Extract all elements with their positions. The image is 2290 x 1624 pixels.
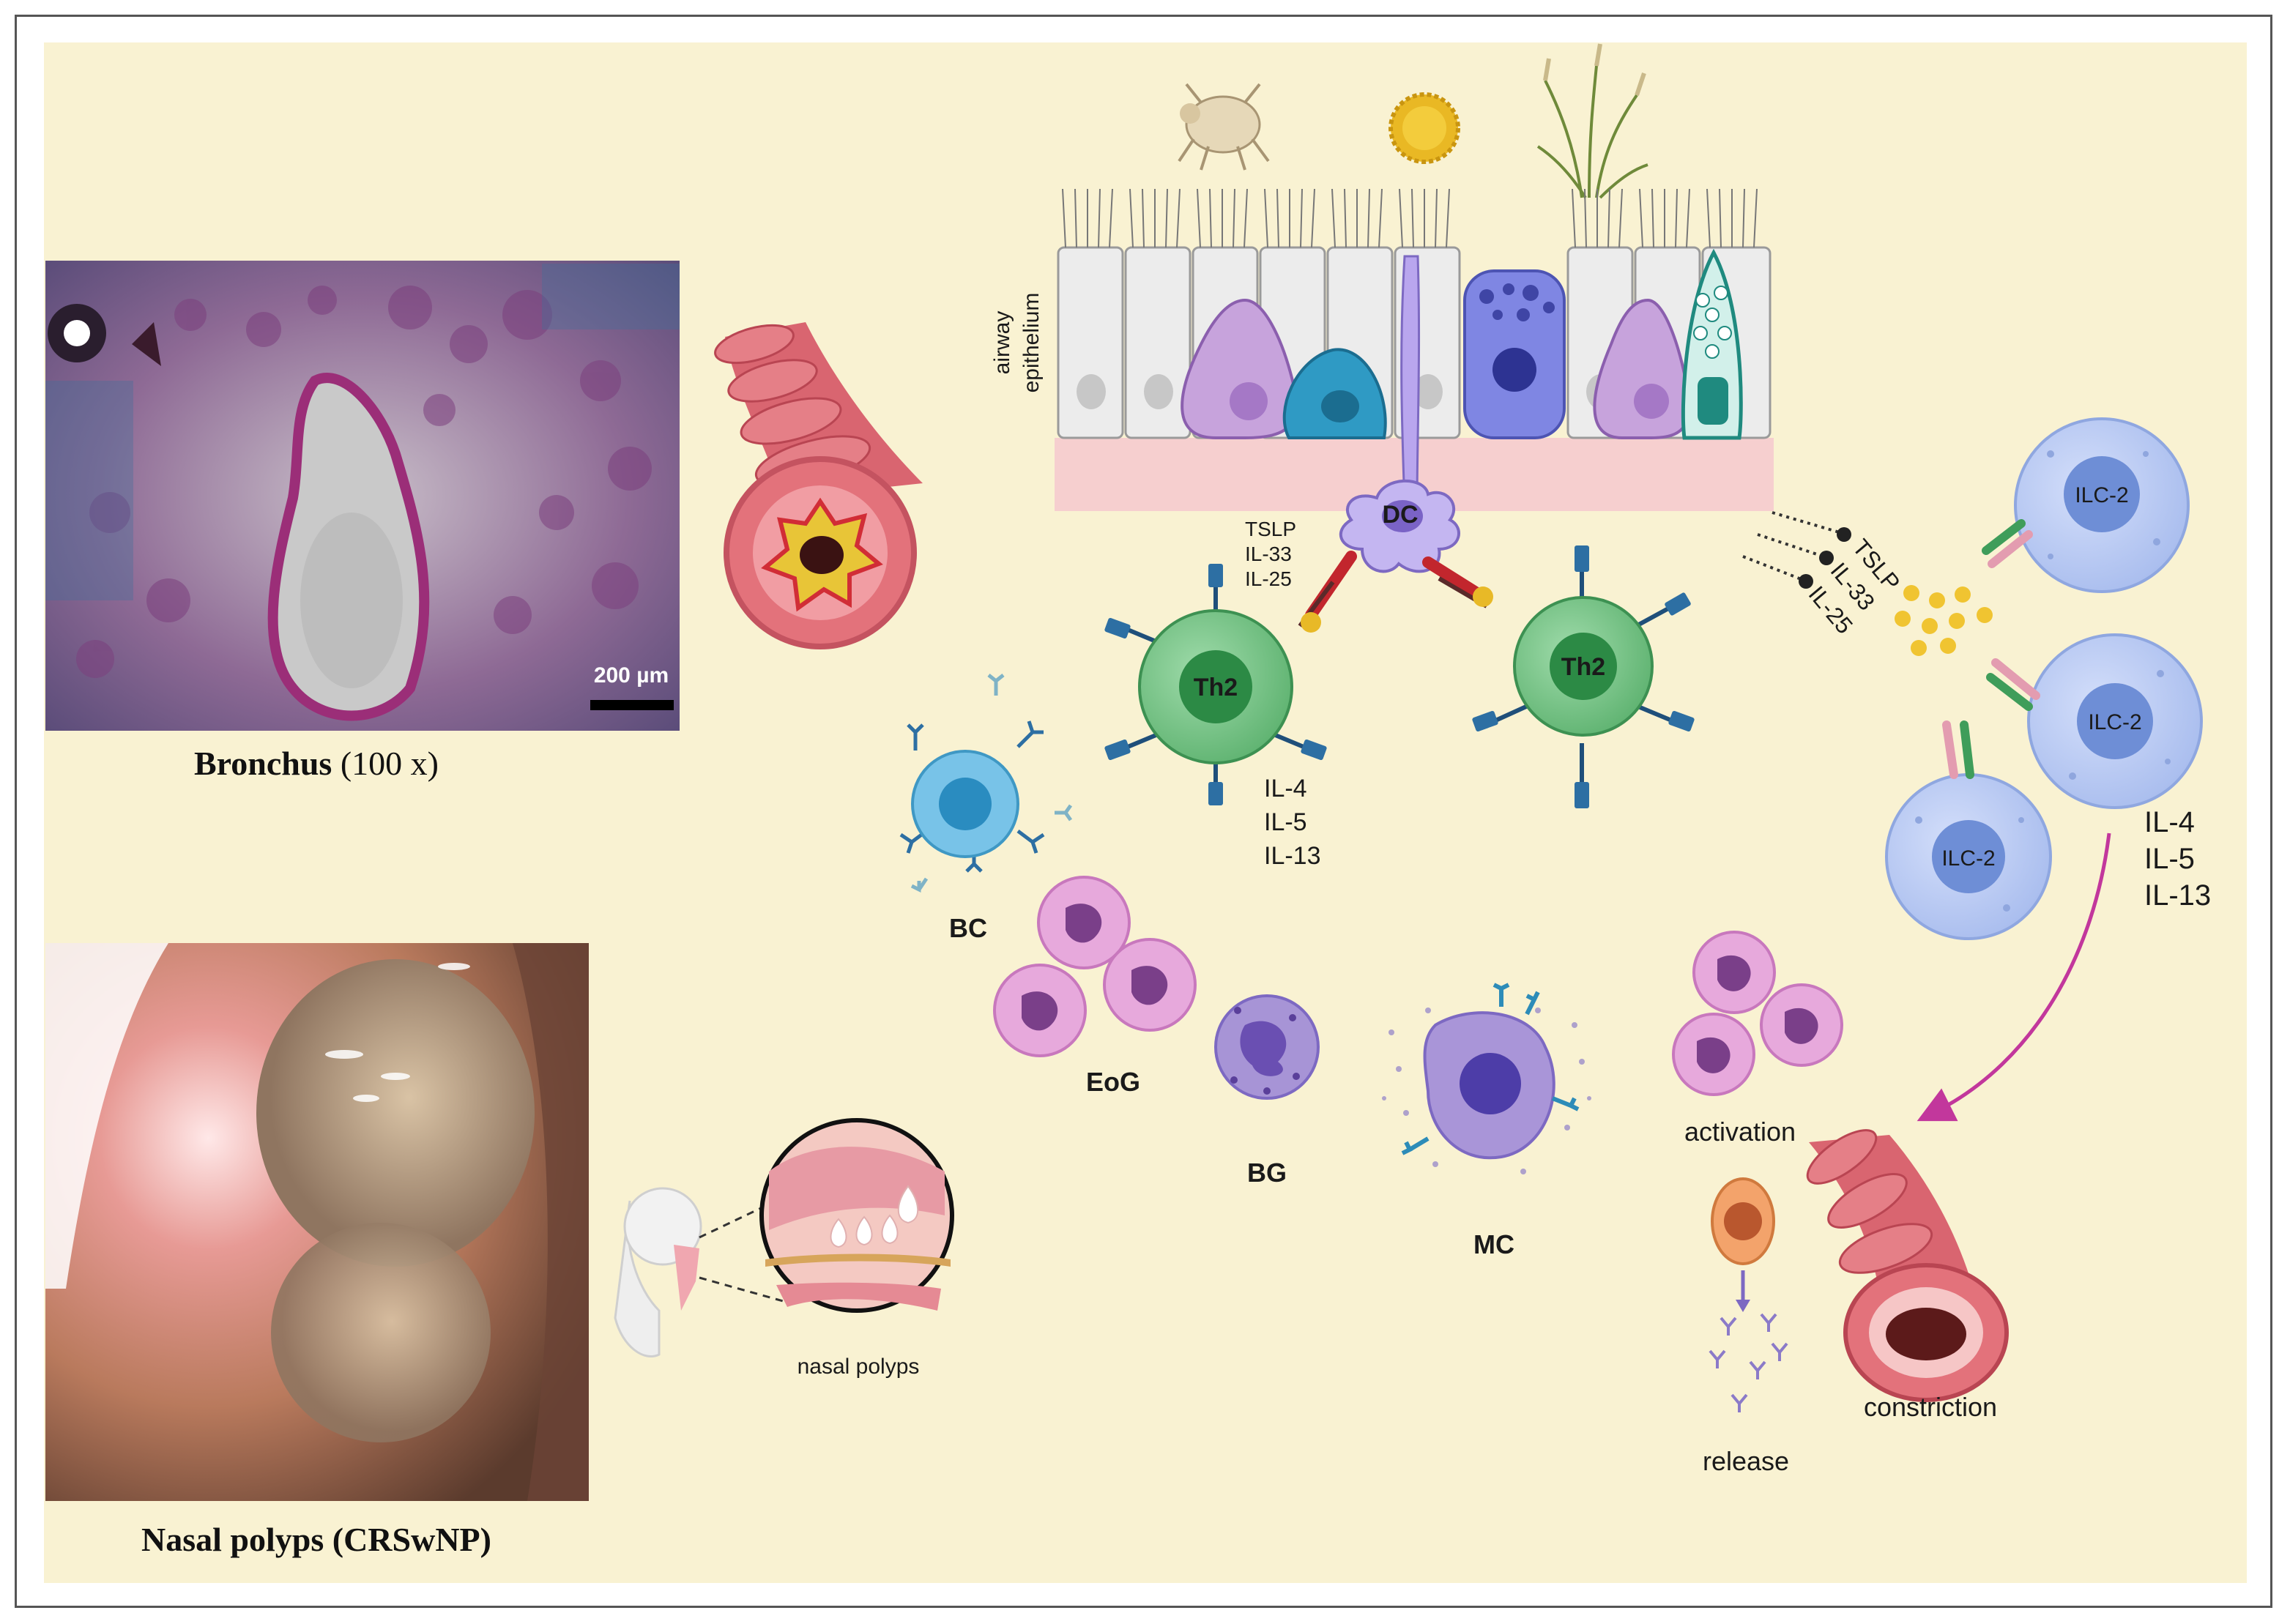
bronchus-tube-illustration bbox=[714, 322, 923, 649]
bronchus-caption: Bronchus (100 x) bbox=[194, 745, 439, 782]
svg-text:IL-4: IL-4 bbox=[2144, 806, 2195, 838]
eog-label: EoG bbox=[1086, 1067, 1140, 1097]
airway-epithelium bbox=[1055, 188, 1774, 511]
nasal-head-inset bbox=[614, 1118, 954, 1357]
activated-eosinophils bbox=[1672, 931, 1843, 1096]
th2-cytokine-list: IL-4 IL-5 IL-13 bbox=[1264, 775, 1321, 870]
ilc2-to-airway-arrow bbox=[1917, 833, 2111, 1122]
mc-label: MC bbox=[1473, 1229, 1514, 1259]
pollen-icon bbox=[1389, 92, 1460, 164]
ilc2-cell-middle bbox=[1986, 633, 2203, 809]
svg-text:IL-4: IL-4 bbox=[1264, 775, 1307, 802]
nasal-polyps-caption: Nasal polyps (CRSwNP) bbox=[141, 1521, 491, 1558]
th2-right-label: Th2 bbox=[1561, 653, 1605, 681]
epithelial-cytokine-list: TSLP IL-33 IL-25 bbox=[1804, 534, 1906, 638]
b-cell bbox=[899, 674, 1073, 893]
grass-icon bbox=[1536, 43, 1648, 199]
svg-text:TSLP: TSLP bbox=[1245, 518, 1296, 540]
epithelium-label-line1: airway bbox=[990, 311, 1014, 375]
ilc2-cell-top bbox=[1982, 417, 2190, 593]
nasal-polyp-endoscopy-image bbox=[45, 943, 589, 1501]
dc-label: DC bbox=[1382, 501, 1418, 529]
mast-cell bbox=[1382, 983, 1591, 1174]
bg-label: BG bbox=[1247, 1158, 1287, 1188]
cytokine-particles bbox=[1895, 585, 1993, 656]
nasal-polyps-inset-label: nasal polyps bbox=[798, 1355, 920, 1379]
basophil-cell bbox=[1214, 994, 1320, 1100]
dc-th2-synapse-right bbox=[1422, 556, 1493, 608]
scale-bar-label: 200 µm bbox=[594, 663, 669, 688]
ilc2-cytokine-list: IL-4 IL-5 IL-13 bbox=[2144, 806, 2211, 912]
ilc2-cell-bottom bbox=[1885, 720, 2052, 940]
epithelial-cytokine-arrows bbox=[1742, 511, 1851, 589]
svg-text:IL-5: IL-5 bbox=[1264, 808, 1307, 836]
svg-text:IL-13: IL-13 bbox=[1264, 842, 1321, 870]
bronchus-histology-image: 200 µm bbox=[45, 261, 680, 731]
release-label: release bbox=[1703, 1446, 1789, 1476]
eosinophil-cluster bbox=[993, 876, 1197, 1057]
ilc2-top-label: ILC-2 bbox=[2075, 483, 2128, 507]
svg-text:IL-25: IL-25 bbox=[1245, 567, 1292, 590]
activation-label: activation bbox=[1684, 1117, 1796, 1147]
svg-text:IL-33: IL-33 bbox=[1245, 543, 1292, 565]
scale-bar bbox=[590, 700, 674, 710]
dust-mite-icon bbox=[1178, 83, 1270, 171]
dc-th2-synapse-left bbox=[1298, 551, 1357, 633]
svg-text:IL-13: IL-13 bbox=[2144, 879, 2211, 912]
th2-left-label: Th2 bbox=[1194, 674, 1238, 701]
th2-cell-left bbox=[1104, 564, 1327, 805]
ilc2-bottom-label: ILC-2 bbox=[1941, 846, 1995, 871]
ilc2-middle-label: ILC-2 bbox=[2088, 710, 2141, 734]
dc-cytokine-list: TSLP IL-33 IL-25 bbox=[1245, 518, 1296, 590]
constriction-label: constriction bbox=[1864, 1392, 1997, 1422]
bc-label: BC bbox=[949, 913, 987, 943]
th2-cell-right bbox=[1472, 545, 1695, 808]
epithelium-label-line2: epithelium bbox=[1019, 293, 1044, 393]
svg-text:IL-5: IL-5 bbox=[2144, 843, 2195, 875]
degranulating-cell bbox=[1709, 1177, 1788, 1412]
constricted-airway-illustration bbox=[1806, 1129, 2009, 1402]
